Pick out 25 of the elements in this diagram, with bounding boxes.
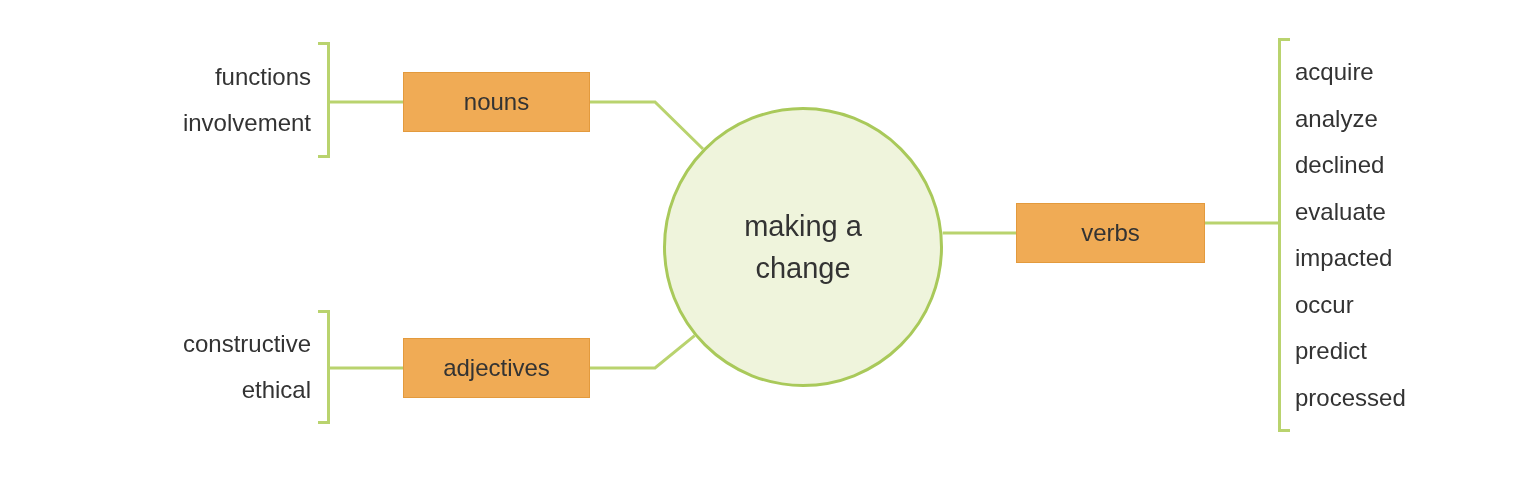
connector-line <box>1205 221 1278 225</box>
word: involvement <box>182 108 311 138</box>
topic-label: making a change <box>743 208 863 286</box>
word: evaluate <box>1295 196 1386 227</box>
word: impacted <box>1295 243 1393 273</box>
category-box <box>1016 203 1205 263</box>
connector-line <box>330 366 403 370</box>
word: analyze <box>1295 103 1378 134</box>
category-label: nouns <box>463 88 530 116</box>
word: acquire <box>1295 57 1374 87</box>
category-box <box>403 72 590 132</box>
connector-line <box>590 100 705 151</box>
connector-line <box>942 231 1016 235</box>
word: occur <box>1295 289 1354 320</box>
word: constructive <box>182 328 311 359</box>
word: functions <box>214 61 311 92</box>
word: predict <box>1295 336 1368 366</box>
connector-line <box>590 334 696 370</box>
category-label: adjectives <box>443 354 550 382</box>
category-box <box>403 338 590 398</box>
category-label: verbs <box>1081 219 1140 247</box>
word: declined <box>1295 150 1385 180</box>
connector-line <box>330 100 403 104</box>
word: processed <box>1295 382 1406 413</box>
word: ethical <box>241 375 311 405</box>
